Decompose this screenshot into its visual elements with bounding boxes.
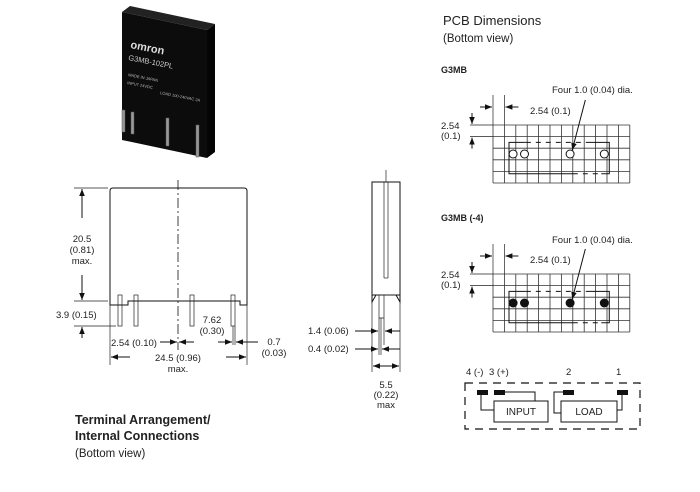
depth-dim-inch: (0.22) [374,390,399,401]
height-dim-max: max. [72,256,93,267]
relay-photo: omron G3MB-102PL MADE IN JAPAN INPUT 24V… [121,6,215,158]
pin-label-3: 3 (+) [489,367,509,378]
side-dim-1: 1.4 (0.06) [308,326,349,337]
width-dim-value: 24.5 (0.96) [155,353,201,364]
pcb-layout-g3mb: G3MB Four 1.0 (0.04) dia. 2.54 (0.1) 2.5… [441,65,633,184]
pcb-hole [599,298,609,308]
pcb-hole [508,298,518,308]
pitch-v-inch: (0.1) [441,280,461,291]
pcb-grid [469,244,631,333]
hole-note: Four 1.0 (0.04) dia. [552,85,633,96]
pcb-layout-label: G3MB (-4) [441,213,484,223]
depth-dim-max: max [377,400,395,411]
pin-spacing-dim-inch: (0.30) [200,326,225,337]
pcb-grid [469,95,631,184]
pin-offset-dim-value: 0.7 [267,337,280,348]
pcb-hole [565,298,575,308]
photo-input: INPUT 24VDC [127,80,154,90]
pitch-v-value: 2.54 [441,121,460,132]
pin-label-4: 4 (-) [466,367,483,378]
pcb-layout-label: G3MB [441,65,468,75]
pcb-hole [508,149,518,159]
pin-pitch-dim: 2.54 (0.10) [111,338,157,349]
pcb-hole [565,149,575,159]
terminal-title-2: Internal Connections [75,429,199,443]
terminal-diagram: 4 (-) 3 (+) 2 1 INPUT LOAD [464,367,641,430]
load-block-label: LOAD [575,407,602,418]
photo-made-in: MADE IN JAPAN [128,72,159,83]
pitch-h-label: 2.54 (0.1) [530,106,571,117]
pcb-subtitle: (Bottom view) [443,33,513,45]
pitch-v-value: 2.54 [441,270,460,281]
terminal-subtitle: (Bottom view) [75,448,145,460]
height-dim-inch: (0.81) [70,245,95,256]
pcb-layout-g3mb-4: G3MB (-4) Four 1.0 (0.04) dia. 2.54 (0.1… [441,213,633,333]
pin-spacing-dim-value: 7.62 [203,315,222,326]
pin-offset-dim-inch: (0.03) [262,348,287,359]
width-dim-max: max. [168,364,189,375]
pin-length-dim: 3.9 (0.15) [56,310,97,321]
pcb-hole [520,298,529,308]
terminal-title-1: Terminal Arrangement/ [75,413,211,427]
side-view-drawing: 1.4 (0.06) 0.4 (0.02) 5.5 (0.22) max [308,170,401,411]
front-view-drawing: 20.5 (0.81) max. 3.9 (0.15) 2.54 (0.10) … [56,180,286,375]
pin-label-1: 1 [616,367,621,378]
pitch-v-inch: (0.1) [441,131,461,142]
input-block-label: INPUT [506,407,536,418]
hole-note: Four 1.0 (0.04) dia. [552,235,633,246]
pin-label-2: 2 [566,367,571,378]
pcb-hole [599,149,609,159]
pcb-title: PCB Dimensions [443,13,542,28]
pitch-h-label: 2.54 (0.1) [530,255,571,266]
pcb-hole [520,149,529,159]
side-dim-2: 0.4 (0.02) [308,344,349,355]
depth-dim-value: 5.5 [379,380,392,391]
height-dim-value: 20.5 [73,234,92,245]
